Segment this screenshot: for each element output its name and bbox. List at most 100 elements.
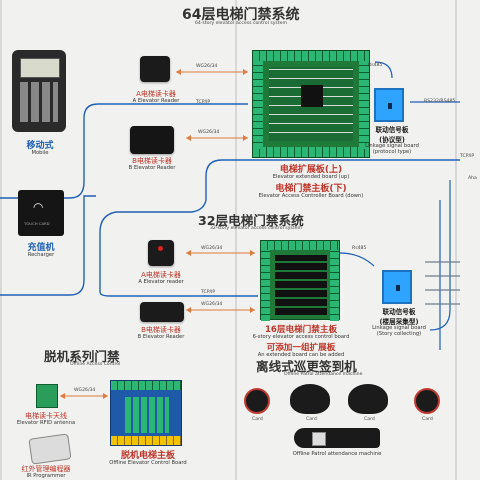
linkage-middle-cn: 联动信号板 — [382, 308, 416, 316]
reader-a-middle-cn: A电梯读卡器 — [141, 271, 181, 279]
antenna-cn: 电梯读卡天线 — [25, 412, 67, 420]
chip — [301, 85, 323, 107]
patrol-section-subtitle: Offline Patrol attendance machine — [284, 372, 363, 377]
board-up-cn: 电梯扩展板(上) — [279, 165, 343, 175]
rs485-line-middle — [339, 252, 375, 267]
tcp-ip-line-middle — [99, 232, 258, 297]
antenna-en: Elevator RFID antenna — [16, 420, 76, 426]
offline-section-title: 脱机系列门禁 — [44, 349, 120, 364]
linkage-middle-en: Linkage signal board — [372, 325, 426, 331]
relay-array — [125, 397, 169, 433]
offline-section-subtitle: Offline Access Control — [70, 362, 121, 367]
wg-label-top-b: WG26/34 — [198, 130, 220, 135]
sixteen-board-cn: 16层电梯门禁主板 — [264, 325, 338, 335]
tcp-label-top: TCP/IP — [196, 100, 211, 105]
recharger-label: 充值机 Recharger — [10, 240, 72, 259]
recharger-en: Recharger — [27, 252, 55, 258]
tcp-ip-line-right — [205, 159, 460, 188]
wg-label-top-a: WG26/34 — [196, 64, 218, 69]
rfid-antenna — [36, 384, 58, 408]
terminal-strip — [111, 381, 181, 390]
board-down-en: Elevator Access Controller Board (down) — [258, 192, 364, 199]
reader-b-middle-cn: B电梯读卡器 — [141, 326, 181, 334]
offline-board-en: Offline Elevator Control Board — [109, 460, 187, 466]
card-label: Card — [364, 417, 375, 422]
elevator-reader-a-middle — [148, 240, 174, 266]
wg-label-offline: WG26/34 — [74, 388, 96, 393]
linkage-middle-label: 联动信号板 (楼层采集型) Linkage signal board (Stor… — [356, 306, 442, 337]
linkage-board-story — [382, 270, 412, 304]
ir-programmer — [28, 433, 72, 465]
terminal-strip — [261, 241, 339, 250]
recharger-reader: ◠ TOUCH CARD — [18, 190, 64, 236]
offline-board-cn: 脱机电梯主板 — [120, 451, 175, 461]
reader-b-top-cn: B电梯读卡器 — [132, 157, 172, 165]
terminal-strip — [253, 51, 369, 61]
offline-board-label: 脱机电梯主板 Offline Elevator Control Board — [96, 448, 200, 467]
elevator-reader-a-top — [140, 56, 170, 82]
elevator-extended-board — [252, 50, 370, 158]
panel-divider — [0, 0, 2, 480]
board-up-en: Elevator extended board (up) — [272, 174, 350, 180]
patrol-card-button — [244, 388, 270, 414]
linkage-top-en: Linkage signal board — [365, 143, 419, 149]
middle-section-subtitle: 32-story elevator access control system — [210, 226, 302, 231]
tcp-ip-trunk — [0, 195, 96, 296]
card-label: Card — [422, 417, 433, 422]
patrol-key-tag — [348, 384, 388, 414]
reader-b-top-en: B Elevator Reader — [128, 165, 176, 171]
middle-section-title: 32层电梯门禁系统 — [198, 213, 304, 228]
ir-label: 红外管理编程器 IR Programmer — [4, 464, 88, 480]
top-section-subtitle: 64-story elevator access control system — [195, 21, 287, 26]
linkage-top-label: 联动信号板 (协议型) Linkage signal board (protoc… — [352, 124, 432, 155]
patrol-section-title: 离线式巡更签到机 — [256, 359, 357, 374]
mobile-en: Mobile — [31, 150, 49, 156]
patrol-screen — [312, 432, 326, 446]
board-up-label: 电梯扩展板(上) Elevator extended board (up) 电梯… — [236, 162, 386, 199]
rs485-ladder — [425, 261, 460, 305]
reader-b-middle-label: B电梯读卡器 B Elevator Reader — [120, 325, 202, 341]
recharger-screen-text: TOUCH CARD — [24, 221, 50, 226]
right-edge-cut-text: Aha — [468, 176, 477, 181]
rs232-label: RS232/RS485 — [424, 99, 456, 104]
mobile-terminal — [12, 50, 66, 132]
reader-b-middle-en: B Elevator Reader — [137, 334, 185, 340]
linkage-top-en2: (protocol type) — [372, 148, 412, 155]
patrol-machine — [294, 428, 380, 448]
sixteen-board-cn2: 可添加一组扩展板 — [266, 342, 336, 353]
tcp-ip-bus — [99, 188, 207, 233]
rs485-label-top: Rs485 — [368, 63, 383, 68]
terminal-screen — [20, 58, 60, 78]
terminal-strip — [261, 250, 270, 321]
mobile-cn: 移动式 — [26, 141, 54, 151]
sixteen-board-en2: An extended board can be added — [257, 351, 345, 358]
tcp-label-middle: TCP/IP — [201, 290, 216, 295]
wg-label-middle-b: WG26/34 — [201, 302, 223, 307]
antenna-label: 电梯读卡天线 Elevator RFID antenna — [4, 411, 88, 427]
patrol-machine-label: Offline Patrol attendance machine — [292, 451, 382, 457]
linkage-top-cn2: (协议型) — [379, 136, 405, 144]
wg-arrows-offline — [60, 393, 108, 399]
terminal-strip — [330, 250, 339, 321]
linkage-board-protocol — [374, 88, 404, 122]
rs485-line-top — [374, 61, 393, 79]
terminal-strip — [111, 436, 181, 445]
terminal-strip — [253, 61, 263, 149]
linkage-middle-en2: (Story collecting) — [376, 330, 422, 337]
elevator-reader-b-middle — [140, 302, 184, 322]
terminal-strip — [253, 147, 369, 157]
tcp-ip-line-top — [0, 103, 248, 199]
sixteen-board-en: 6-story elevator access control board — [252, 334, 350, 340]
relay-array — [275, 255, 327, 315]
wg-label-middle-a: WG26/34 — [201, 246, 223, 251]
ir-cn: 红外管理编程器 — [21, 465, 71, 473]
card-label: Card — [252, 417, 263, 422]
sixteen-story-board — [260, 240, 340, 321]
sixteen-board-label: 16层电梯门禁主板 6-story elevator access contro… — [236, 323, 366, 358]
reader-a-middle-label: A电梯读卡器 A Elevator reader — [124, 270, 198, 286]
chip — [396, 285, 400, 291]
chip — [388, 103, 392, 109]
mobile-label: 移动式 Mobile — [10, 138, 70, 157]
patrol-key-tag — [290, 384, 330, 414]
